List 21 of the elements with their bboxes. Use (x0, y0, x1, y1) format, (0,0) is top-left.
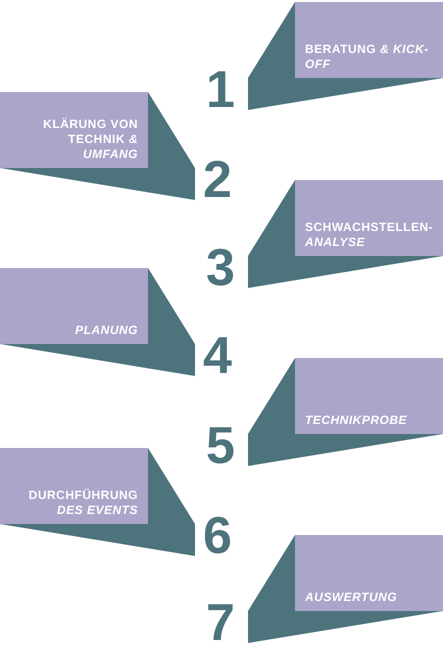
step-title: DURCHFÜHRUNG DES EVENTS (28, 488, 138, 518)
step-box (295, 2, 443, 78)
step-box (295, 358, 443, 434)
step-number: 2 (203, 154, 232, 206)
step-number: 4 (203, 330, 232, 382)
step-title: BERATUNG & KICK-OFF (305, 42, 430, 72)
step-title: SCHWACHSTELLEN-ANALYSE (305, 220, 434, 250)
step-box (295, 535, 443, 611)
step-title: AUSWERTUNG (305, 590, 398, 605)
step-title: TECHNIKPROBE (305, 413, 408, 428)
step-box (0, 92, 148, 168)
step-title: KLÄRUNG VON TECHNIK & UMFANG (42, 117, 138, 162)
step-box (295, 180, 443, 256)
step-number: 1 (206, 64, 235, 116)
step-title: PLANUNG (75, 323, 138, 338)
step-box (0, 268, 148, 344)
step-number: 6 (203, 510, 232, 562)
step-number: 7 (206, 597, 235, 649)
step-number: 5 (206, 420, 235, 472)
step-number: 3 (206, 242, 235, 294)
step-box (0, 448, 148, 524)
